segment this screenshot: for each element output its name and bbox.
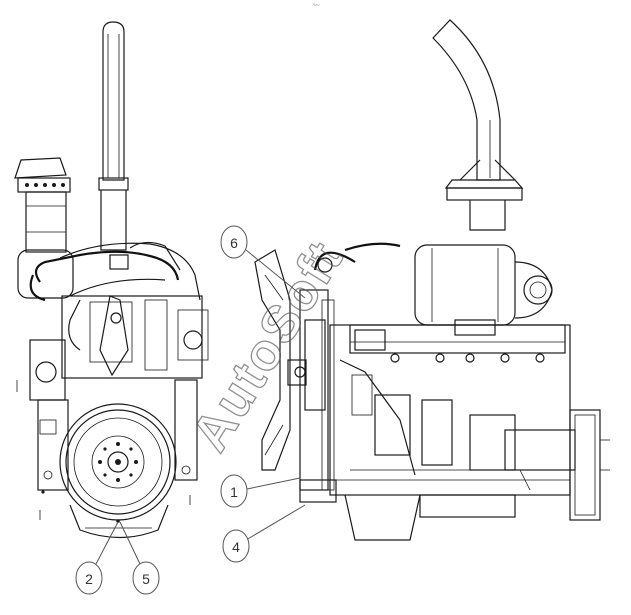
side-view-engine: [254, 19, 610, 541]
front-exhaust-stack: [98, 21, 129, 251]
callout-4-label: 4: [232, 539, 240, 555]
front-engine-block: [16, 295, 209, 520]
front-intake-piping: [29, 241, 201, 351]
side-engine-block: [329, 319, 576, 496]
callout-1: 1: [220, 474, 301, 508]
front-flywheel: [59, 403, 177, 521]
header-mark: Rev: [312, 2, 319, 7]
front-oil-pan: [69, 504, 169, 539]
callout-1-label: 1: [230, 484, 238, 500]
front-view-engine: [14, 21, 209, 539]
side-intake-housing: [313, 242, 553, 326]
callout-6-label: 6: [230, 235, 238, 251]
callout-2-label: 2: [85, 571, 93, 587]
side-exhaust-stack: [432, 19, 524, 231]
callout-2: 2: [75, 521, 119, 595]
side-front-cover: [299, 289, 335, 491]
callout-4: 4: [222, 504, 306, 563]
front-air-cleaner: [14, 157, 74, 299]
callout-5-label: 5: [142, 571, 150, 587]
side-flywheel-housing: [569, 409, 610, 521]
side-oil-pan: [299, 479, 516, 541]
callout-5: 5: [119, 521, 160, 595]
callout-6: 6: [220, 225, 306, 299]
